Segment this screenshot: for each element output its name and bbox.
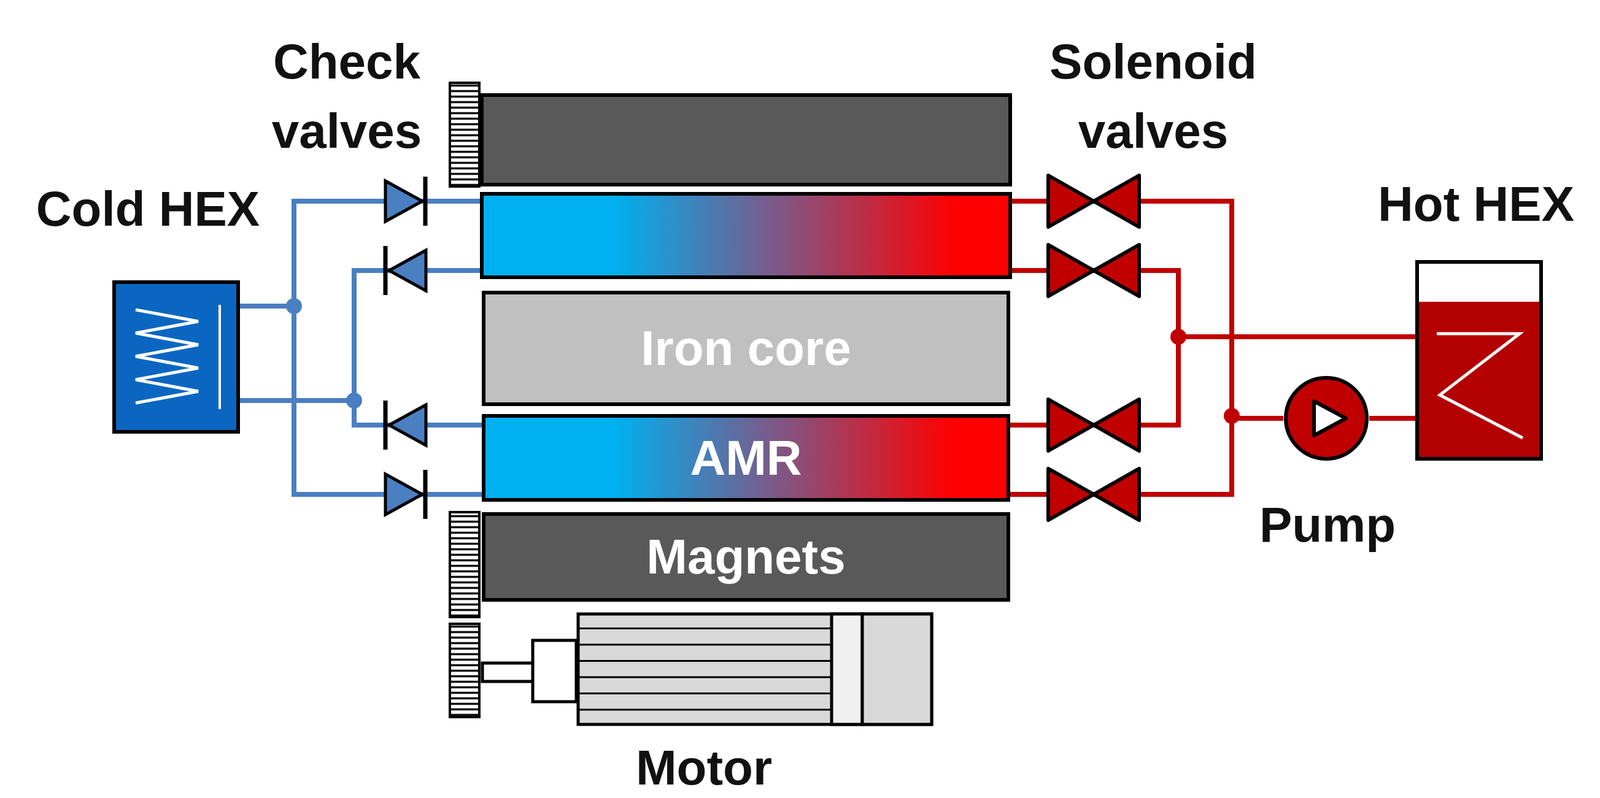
coldhex-shape bbox=[112, 280, 240, 434]
node-heading: Hot HEX bbox=[1377, 176, 1575, 233]
check-valve bbox=[385, 176, 426, 226]
pump-arrow bbox=[1314, 401, 1346, 436]
check-valve bbox=[385, 470, 426, 520]
valve-triangle bbox=[385, 181, 423, 222]
pump: Pump bbox=[1283, 375, 1370, 462]
motor-fin bbox=[578, 627, 832, 630]
valve-triangle bbox=[1093, 175, 1140, 228]
hot-pipe bbox=[1010, 270, 1179, 337]
valve-triangle bbox=[1048, 175, 1094, 228]
cold-pipe bbox=[354, 270, 482, 401]
valve-triangle bbox=[389, 250, 426, 291]
motor-cap bbox=[831, 614, 863, 725]
amr-bed: AMR bbox=[481, 414, 1011, 503]
motor-cap bbox=[862, 614, 932, 725]
magnet-block: Magnets bbox=[481, 512, 1011, 603]
valve-triangle bbox=[1048, 399, 1094, 452]
hothex-shape bbox=[1415, 260, 1543, 461]
motor-shape bbox=[576, 612, 934, 727]
valve-triangle bbox=[1093, 244, 1140, 297]
pipe-connector bbox=[239, 306, 482, 495]
cold-hex: Cold HEX bbox=[112, 280, 240, 434]
hex-body bbox=[1417, 262, 1542, 460]
valve-group-label: Solenoid valves bbox=[1018, 27, 1289, 166]
pipe-junction bbox=[1223, 408, 1240, 425]
valve-group-label: Check valves bbox=[248, 27, 445, 166]
hex-coil bbox=[135, 309, 199, 404]
hex-headspace bbox=[1418, 263, 1540, 302]
hot-pipes bbox=[1010, 201, 1232, 419]
motor: Motor bbox=[576, 612, 934, 727]
amr-bed bbox=[481, 193, 1011, 278]
hex-coil bbox=[1436, 333, 1523, 439]
valve-seat bbox=[383, 400, 388, 450]
gear bbox=[449, 512, 480, 618]
motor-fin bbox=[578, 660, 832, 663]
motor-shaft bbox=[482, 663, 534, 682]
valve-triangle bbox=[1048, 244, 1094, 297]
motor-flange bbox=[532, 640, 577, 703]
solenoid-valve bbox=[1048, 399, 1140, 452]
valve-triangle bbox=[1093, 468, 1140, 521]
hex-body bbox=[114, 282, 239, 433]
valve-triangle bbox=[1093, 399, 1140, 452]
valve-seat bbox=[383, 246, 388, 296]
gear bbox=[449, 82, 480, 187]
motor-fin bbox=[578, 676, 832, 679]
node-heading: Cold HEX bbox=[36, 181, 260, 238]
valve-seat bbox=[423, 176, 428, 226]
pipe-junction bbox=[346, 392, 363, 409]
pump-shape bbox=[1283, 375, 1370, 462]
solenoid-valve bbox=[1048, 244, 1140, 297]
solenoid-valve bbox=[1048, 175, 1140, 228]
pipe-connector bbox=[1369, 416, 1416, 422]
check-valve bbox=[385, 400, 426, 450]
node-heading: Motor bbox=[635, 740, 773, 797]
valve-triangle bbox=[1048, 468, 1094, 521]
node-label: Iron core bbox=[640, 320, 851, 377]
pump-body bbox=[1285, 378, 1367, 460]
hot-hex: Hot HEX bbox=[1415, 260, 1543, 461]
motor-body bbox=[578, 614, 932, 725]
motor-fin bbox=[578, 644, 832, 647]
node-label: AMR bbox=[689, 430, 802, 487]
hex-coil bbox=[218, 305, 221, 410]
valve-triangle bbox=[389, 405, 426, 446]
pipe-junction bbox=[285, 298, 302, 315]
valve-seat bbox=[423, 470, 428, 520]
check-valve bbox=[385, 246, 426, 296]
hot-pipe bbox=[1010, 201, 1232, 419]
cold-pipes bbox=[293, 201, 482, 401]
node-label: Magnets bbox=[646, 529, 846, 586]
motor-fin bbox=[578, 692, 832, 695]
motor-fin bbox=[578, 709, 832, 712]
gear bbox=[449, 624, 480, 718]
iron-core: Iron core bbox=[481, 290, 1011, 407]
solenoid-valve bbox=[1048, 468, 1140, 521]
magnet-block bbox=[481, 95, 1011, 185]
node-heading: Pump bbox=[1259, 497, 1396, 554]
valve-triangle bbox=[385, 474, 423, 515]
pipe-junction bbox=[1170, 328, 1187, 345]
